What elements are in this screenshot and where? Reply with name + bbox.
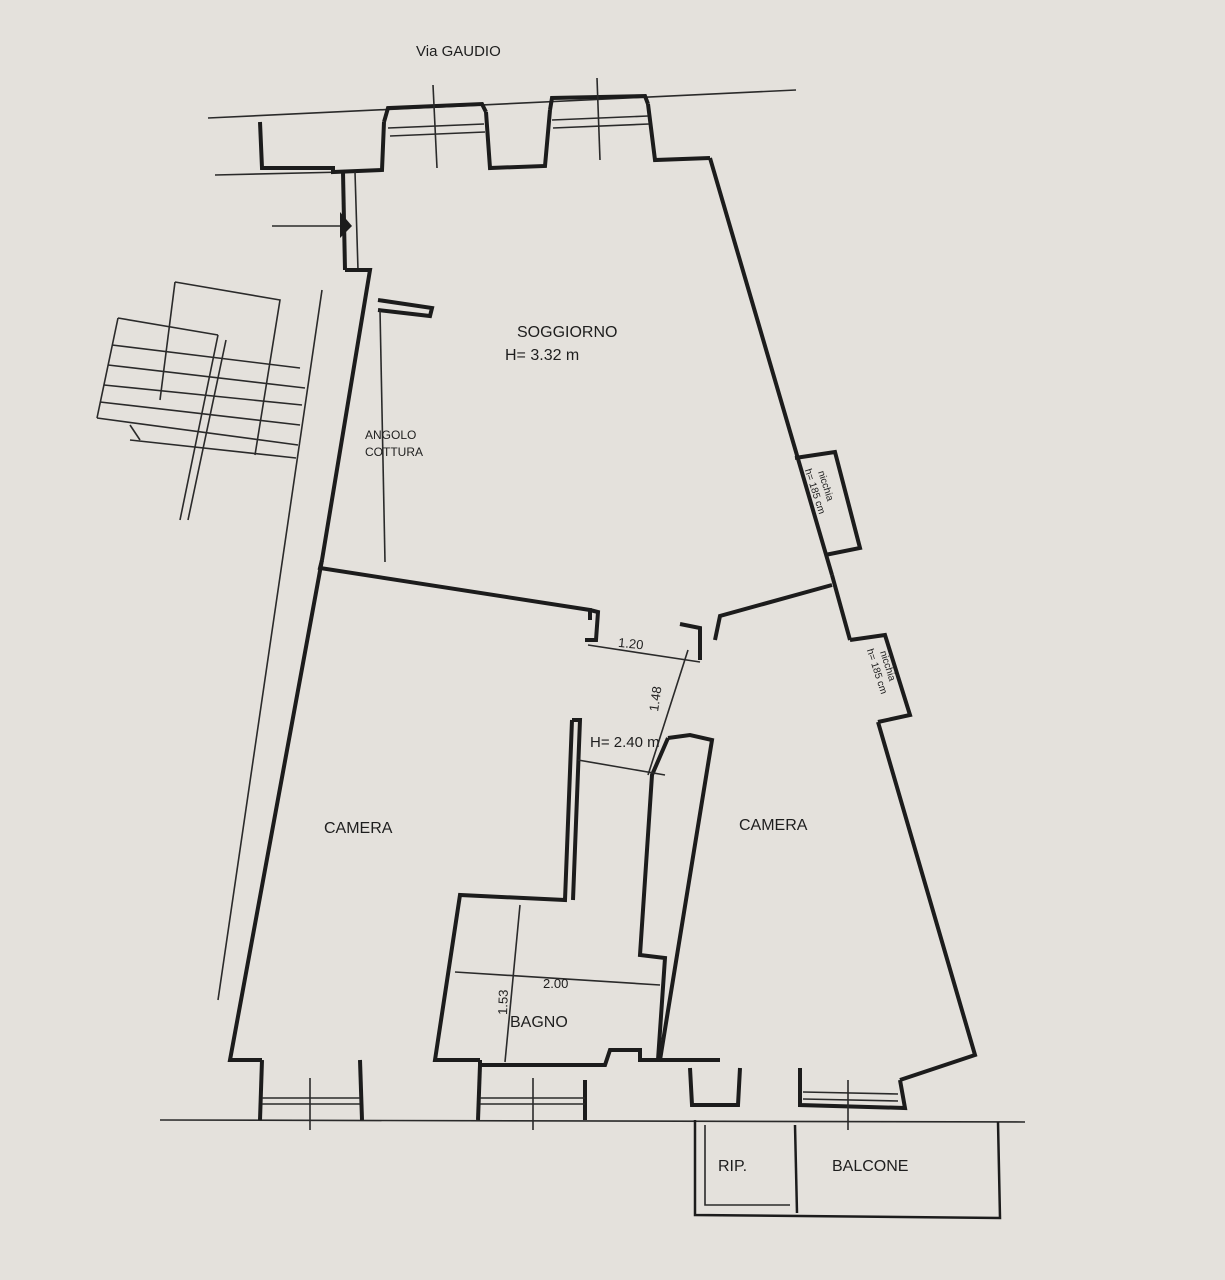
room-label-camera-left: CAMERA xyxy=(324,820,393,837)
walls xyxy=(227,157,978,1082)
street-facade xyxy=(207,77,797,176)
room-label-soggiorno: SOGGIORNO xyxy=(517,324,617,341)
dim-bagno-width: 2.00 xyxy=(543,976,568,991)
niche-1: nicchia h= 185 cm xyxy=(802,468,835,516)
street-name: Via GAUDIO xyxy=(416,43,501,60)
room-label-camera-right: CAMERA xyxy=(739,817,808,834)
balcony xyxy=(693,1120,1002,1220)
room-height-disimpegno: H= 2.40 m xyxy=(590,734,660,751)
room-label-rip: RIP. xyxy=(718,1158,747,1175)
dim-disimpegno-width: 1.20 xyxy=(617,635,644,653)
entrance xyxy=(272,171,359,271)
entrance-arrow-icon xyxy=(340,212,352,238)
room-label-balcone: BALCONE xyxy=(832,1158,908,1175)
dim-bagno-depth: 1.53 xyxy=(495,989,511,1015)
room-height-soggiorno: H= 3.32 m xyxy=(505,347,579,364)
dim-disimpegno-depth: 1.48 xyxy=(646,685,664,712)
room-label-cottura: COTTURA xyxy=(365,445,423,459)
room-label-bagno: BAGNO xyxy=(510,1014,568,1031)
niche-2: nicchia h= 185 cm xyxy=(864,648,897,696)
rear-facade xyxy=(159,1059,1026,1130)
room-label-angolo: ANGOLO xyxy=(365,428,416,442)
staircase xyxy=(96,281,323,1001)
